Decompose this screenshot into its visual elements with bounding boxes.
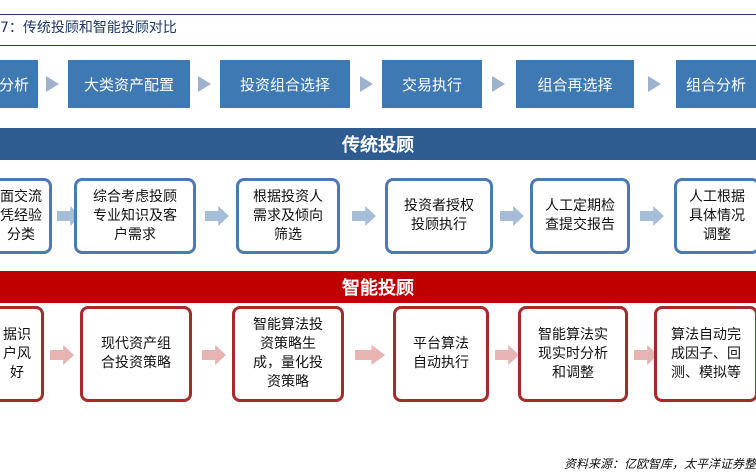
- arrow-icon: [205, 206, 229, 226]
- arrow-icon: [352, 206, 376, 226]
- arrow-icon: [492, 76, 505, 92]
- smart-step-2: 现代资产组 合投资策略: [80, 306, 192, 402]
- smart-step-5: 智能算法实 现实时分析 和调整: [518, 306, 628, 402]
- arrow-icon: [355, 345, 385, 365]
- traditional-step-3: 根据投资人 需求及倾向 筛选: [236, 178, 340, 254]
- traditional-step-4: 投资者授权 投顾执行: [385, 178, 493, 254]
- step-trade-execution: 交易执行: [382, 60, 482, 108]
- traditional-step-5: 人工定期检 查提交报告: [530, 178, 630, 254]
- arrow-icon: [202, 345, 226, 365]
- arrow-icon: [198, 76, 211, 92]
- step-analysis: 分析: [0, 60, 38, 108]
- smart-heading: 智能投顾: [0, 271, 756, 303]
- smart-step-1: 据识 户风 好: [0, 306, 44, 402]
- step-portfolio-analysis: 组合分析: [676, 60, 756, 108]
- traditional-heading: 传统投顾: [0, 128, 756, 160]
- smart-step-3: 智能算法投 资策略生 成，量化投 资策略: [232, 306, 344, 402]
- arrow-icon: [50, 345, 74, 365]
- step-reselection: 组合再选择: [516, 60, 634, 108]
- arrow-icon: [648, 76, 661, 92]
- step-portfolio-selection: 投资组合选择: [220, 60, 350, 108]
- arrow-icon: [495, 345, 519, 365]
- source-note: 资料来源：亿欧智库，太平洋证券整: [563, 457, 756, 471]
- title-bar: [0, 14, 756, 46]
- smart-step-4: 平台算法 自动执行: [393, 306, 489, 402]
- arrow-icon: [360, 76, 373, 92]
- traditional-step-6: 人工根据 具体情况 调整: [674, 178, 756, 254]
- arrow-icon: [500, 206, 524, 226]
- smart-step-6: 算法自动完 成因子、回 测、模拟等: [654, 306, 756, 402]
- step-asset-allocation: 大类资产配置: [68, 60, 190, 108]
- arrow-icon: [640, 206, 664, 226]
- arrow-icon: [46, 76, 59, 92]
- arrow-icon: [634, 345, 658, 365]
- traditional-step-1: 面交流 凭经验 分类: [0, 178, 52, 254]
- figure-title: 7：传统投顾和智能投顾对比: [0, 20, 177, 36]
- traditional-step-2: 综合考虑投顾 专业知识及客 户需求: [74, 178, 196, 254]
